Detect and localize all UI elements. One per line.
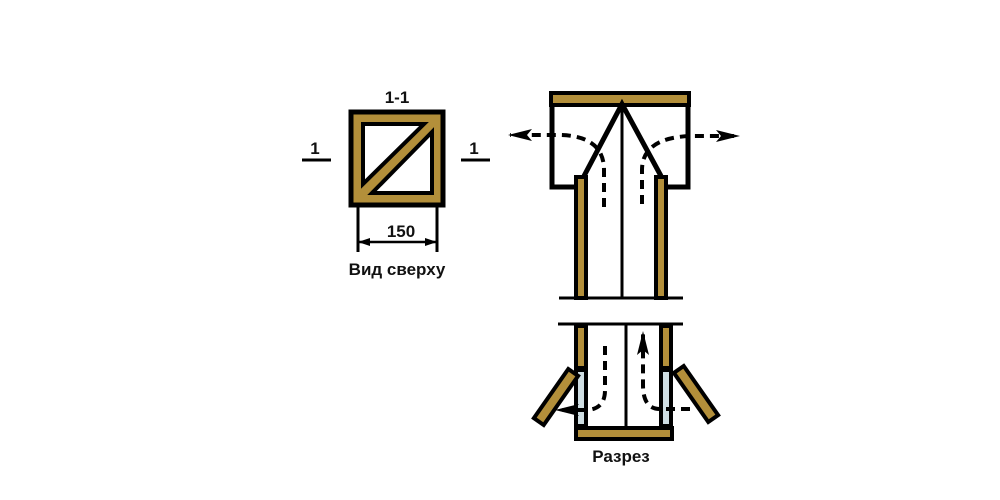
top-view-inner-triangle-upper (361, 122, 429, 189)
hood-wall-right (664, 105, 691, 190)
duct-wall-right-lower (659, 324, 673, 370)
airflow-in-right-arrow (637, 331, 690, 411)
inlet-opening-right (659, 368, 673, 428)
bottom-plate (574, 426, 674, 441)
hood-wall-left (549, 105, 577, 190)
top-view: 1-1 1 1 150 Вид сверху (302, 88, 490, 279)
section-view-lower: Разрез (531, 322, 721, 466)
section-view-upper (508, 91, 740, 300)
section-caption: Разрез (592, 447, 650, 466)
top-view-inner-triangle-lower (367, 127, 434, 195)
top-view-caption: Вид сверху (349, 260, 446, 279)
duct-wall-right (654, 175, 668, 300)
cut-label-right: 1 (469, 139, 478, 158)
flap-left (531, 366, 581, 428)
airflow-out-right-arrow (640, 130, 740, 204)
airflow-in-left-arrow (555, 346, 607, 416)
section-mark-label: 1-1 (385, 88, 410, 107)
flap-right (671, 363, 721, 425)
duct-wall-left (574, 175, 588, 300)
airflow-out-left-arrow (508, 129, 606, 207)
dimension-label: 150 (387, 222, 415, 241)
cut-label-left: 1 (310, 139, 319, 158)
